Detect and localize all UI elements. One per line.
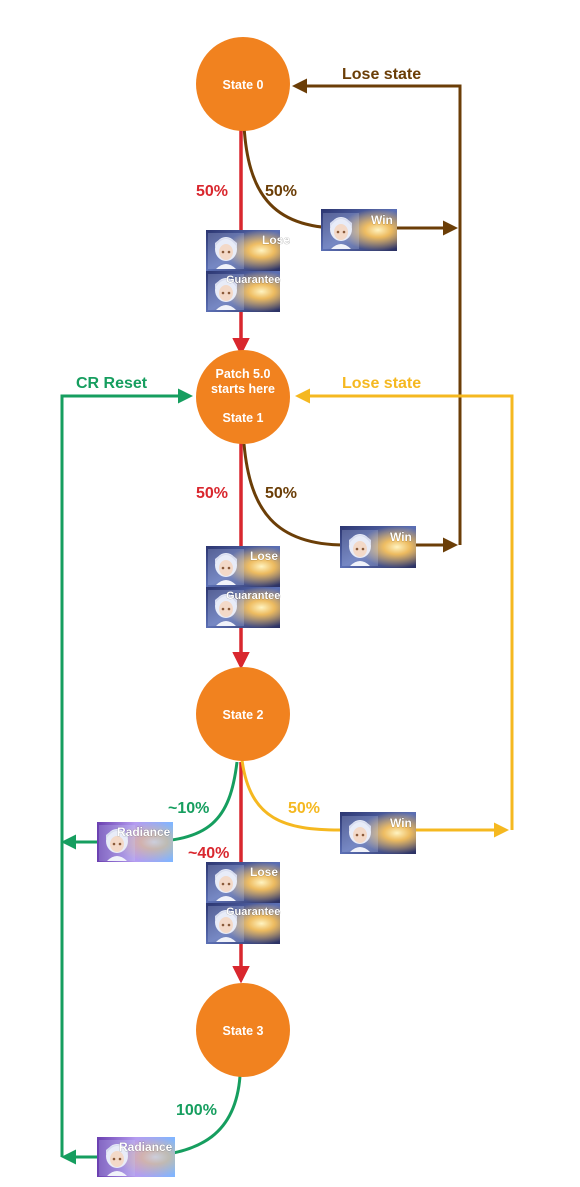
pct-s0-lose: 50%: [196, 183, 228, 200]
pct-s3-radiance: 100%: [176, 1102, 217, 1119]
svg-text:State 0: State 0: [223, 78, 264, 92]
character-portrait-icon: [323, 213, 359, 249]
pct-s2-win: 50%: [288, 800, 320, 817]
label-lose-state-mid: Lose state: [342, 375, 421, 392]
radiance-card-1: Radiance: [97, 822, 173, 862]
edge-s2-win: [240, 759, 509, 838]
pct-s1-lose: 50%: [196, 485, 228, 502]
svg-text:State 2: State 2: [223, 708, 264, 722]
pct-s2-lose: ~40%: [188, 845, 229, 862]
edge-lose-state-top: [292, 78, 462, 545]
pct-s0-win: 50%: [265, 183, 297, 200]
svg-text:Lose: Lose: [262, 233, 290, 247]
radiance-card-2: Radiance: [97, 1137, 175, 1177]
win-card-1: Win: [321, 209, 397, 251]
label-lose-state-top: Lose state: [342, 66, 421, 83]
state-1: Patch 5.0 starts here State 1: [196, 350, 290, 444]
character-portrait-icon: [208, 865, 244, 901]
state-0: State 0: [196, 37, 290, 131]
svg-text:Guarantee: Guarantee: [226, 906, 280, 918]
pct-s1-win: 50%: [265, 485, 297, 502]
win-card-3: Win: [340, 812, 416, 854]
state-2: State 2: [196, 667, 290, 761]
state-3: State 3: [196, 983, 290, 1077]
character-portrait-icon: [208, 233, 244, 269]
edge-cr-reset: [60, 388, 193, 1157]
svg-text:State 3: State 3: [223, 1024, 264, 1038]
win-card-2: Win: [340, 526, 416, 568]
svg-text:Patch 5.0: Patch 5.0: [216, 367, 271, 381]
svg-text:Lose: Lose: [250, 549, 278, 563]
lose-guarantee-card-2: Lose Guarantee: [206, 546, 281, 628]
svg-text:State 1: State 1: [223, 411, 264, 425]
svg-text:Guarantee: Guarantee: [226, 590, 280, 602]
edge-s1-win: [242, 443, 458, 553]
svg-text:Win: Win: [371, 213, 393, 227]
svg-text:Guarantee: Guarantee: [226, 274, 280, 286]
label-cr-reset: CR Reset: [76, 375, 148, 392]
lose-guarantee-card-3: Lose Guarantee: [206, 862, 281, 944]
edge-lose-state-mid: [295, 388, 514, 830]
character-portrait-icon: [208, 549, 244, 585]
svg-text:Win: Win: [390, 816, 412, 830]
pct-s2-radiance: ~10%: [168, 800, 209, 817]
svg-text:Radiance: Radiance: [117, 825, 171, 839]
svg-text:Radiance: Radiance: [119, 1140, 173, 1154]
svg-text:Win: Win: [390, 530, 412, 544]
character-portrait-icon: [342, 816, 378, 852]
svg-text:Lose: Lose: [250, 865, 278, 879]
svg-text:starts here: starts here: [211, 382, 275, 396]
character-portrait-icon: [342, 530, 378, 566]
lose-guarantee-card-1: Lose Guarantee: [206, 230, 291, 312]
